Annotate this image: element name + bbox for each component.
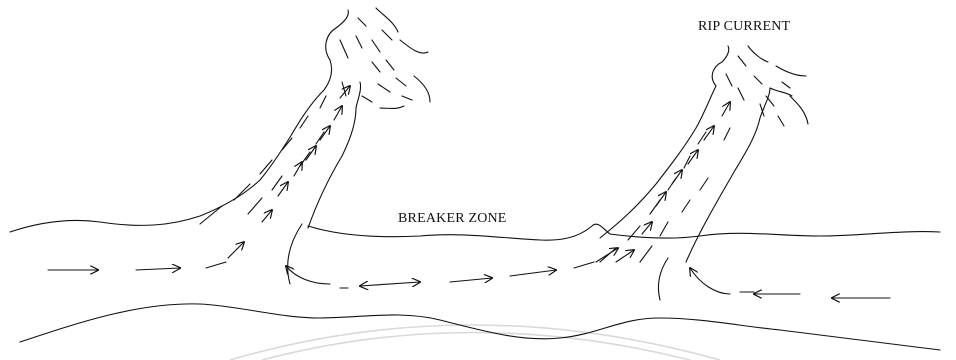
longshore-arrows-middle <box>340 248 618 288</box>
left-rip-feeder <box>286 266 330 284</box>
upper-wave-line-left <box>10 60 332 232</box>
rip-head-left <box>326 8 430 109</box>
flow-arrow <box>262 210 272 222</box>
breaker-zone-label: BREAKER ZONE <box>398 211 507 226</box>
flow-arrow <box>294 162 302 176</box>
rip-current-label: RIP CURRENT <box>698 19 791 34</box>
flow-arrow <box>656 192 666 206</box>
left-rip-base-curve <box>288 224 302 284</box>
rip-left-outer-wall <box>308 82 361 228</box>
flow-arrow <box>278 182 288 196</box>
flow-arrow <box>722 102 730 116</box>
rip-channel-right-dashes <box>600 128 730 262</box>
rip-right-left-wall <box>600 86 716 238</box>
flow-arrow <box>360 282 420 286</box>
longshore-arrows-right <box>740 292 890 298</box>
shoreline-lower <box>20 304 940 350</box>
flow-arrow <box>320 126 330 140</box>
flow-arrow <box>596 248 618 262</box>
flow-arrow <box>616 250 634 262</box>
flow-arrow <box>450 278 492 282</box>
longshore-arrows-left <box>48 242 244 270</box>
flow-arrow <box>510 270 556 276</box>
flow-arrow <box>334 106 342 120</box>
breaker-zone-line <box>308 224 940 240</box>
rip-channel-left-dashes <box>200 96 326 224</box>
flow-arrow <box>642 222 652 234</box>
flow-arrow <box>340 86 350 98</box>
rip-channel-left-arrows <box>262 86 350 222</box>
rip-right-outer-wall <box>686 88 770 262</box>
right-rip-feeder <box>690 268 730 294</box>
flow-arrow <box>228 242 244 258</box>
flow-arrow <box>672 170 682 184</box>
watermark-logo <box>230 325 720 360</box>
right-rip-base-curve <box>658 258 668 300</box>
flow-arrow <box>136 268 180 270</box>
flow-arrow <box>306 146 316 160</box>
rip-head-right <box>712 46 808 126</box>
